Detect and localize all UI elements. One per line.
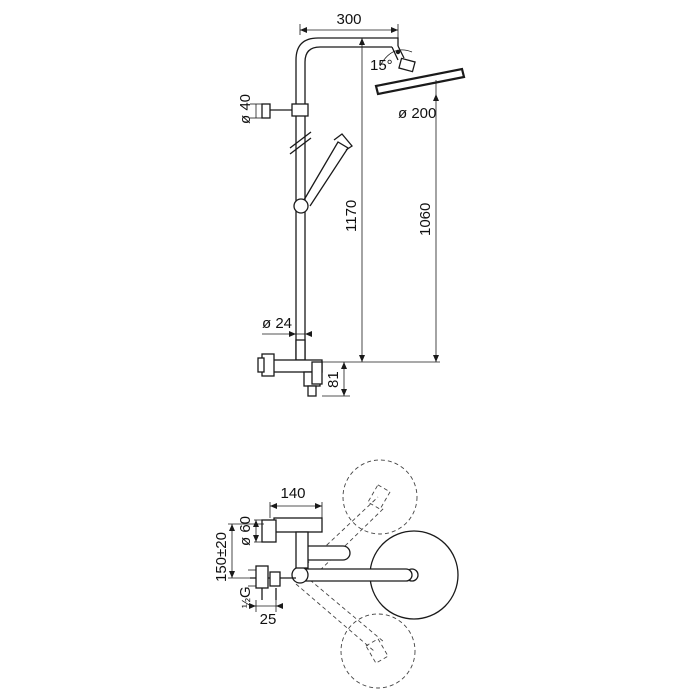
column-break-mark bbox=[289, 131, 312, 149]
dim-total-height: 1170 bbox=[343, 200, 360, 232]
side-view: 300 15° ø 200 ø 40 1170 1060 ø 24 81 bbox=[237, 11, 466, 397]
dim-bar-diameter: ø 40 bbox=[237, 94, 254, 124]
top-view: 140 ø 60 150±20 G ½ 25 bbox=[213, 459, 459, 689]
dim-pipe-diameter: ø 24 bbox=[262, 315, 292, 332]
dim-thread-fraction: ½ bbox=[239, 598, 253, 608]
dim-angle: 15° bbox=[370, 57, 393, 74]
dim-centers: 150±20 bbox=[213, 532, 230, 582]
mixer-top-spout bbox=[301, 545, 351, 561]
angle-dot bbox=[395, 49, 401, 55]
mixer-top-neck bbox=[295, 531, 309, 569]
column-break-mark bbox=[289, 137, 312, 155]
dashed-arm-top bbox=[295, 496, 385, 581]
wall-bracket bbox=[311, 361, 323, 385]
dim-base-height: 81 bbox=[325, 371, 342, 388]
dim-offset: 25 bbox=[260, 611, 277, 628]
dim-head-diameter: ø 200 bbox=[398, 105, 436, 122]
hand-shower-holder bbox=[293, 198, 309, 214]
column-base bbox=[295, 339, 306, 361]
head-arm bbox=[391, 45, 405, 61]
dashed-arm-bottom bbox=[295, 579, 385, 652]
mixer-top-body bbox=[273, 517, 323, 533]
dashed-position-bottom bbox=[340, 613, 416, 689]
arm-top bbox=[295, 568, 413, 582]
dim-head-height: 1060 bbox=[417, 203, 434, 236]
holder-knob bbox=[261, 103, 271, 119]
angle-arc bbox=[379, 49, 413, 67]
wall-fitting bbox=[255, 565, 269, 589]
dim-top-width: 300 bbox=[336, 11, 361, 28]
dim-mixer-width: 140 bbox=[280, 485, 305, 502]
column-top bbox=[291, 566, 309, 584]
hand-shower-head bbox=[333, 133, 353, 151]
mixer-top-knob bbox=[261, 519, 277, 543]
shower-column bbox=[295, 37, 399, 360]
shower-head bbox=[374, 67, 466, 96]
dashed-position-top bbox=[342, 459, 418, 535]
dim-thread-g: G bbox=[237, 586, 254, 598]
shower-column-inner bbox=[304, 46, 392, 360]
mixer-outlet bbox=[307, 385, 317, 397]
slide-holder bbox=[291, 103, 309, 117]
mixer-knob-cap bbox=[257, 357, 265, 373]
dim-knob-diameter: ø 60 bbox=[237, 516, 254, 546]
hand-shower bbox=[303, 141, 349, 207]
head-joint bbox=[398, 57, 416, 73]
